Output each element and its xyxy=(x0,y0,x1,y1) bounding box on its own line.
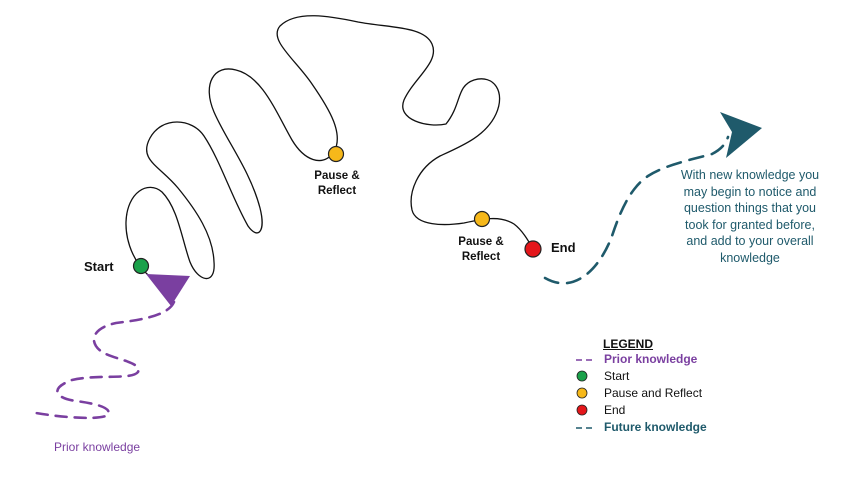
legend-item-end: End xyxy=(574,402,774,419)
legend-item-start: Start xyxy=(574,368,774,385)
pause-label-2-line-1: Pause & xyxy=(458,236,504,248)
pause-label-1: Pause & Reflect xyxy=(306,169,368,199)
prior-knowledge-arrowhead xyxy=(146,274,190,306)
end-dot xyxy=(524,240,542,258)
legend-item-prior: Prior knowledge xyxy=(574,351,774,368)
start-dot xyxy=(132,257,150,275)
prior-knowledge-caption: Prior knowledge xyxy=(54,440,141,454)
pause-label-2-line-2: Reflect xyxy=(461,251,501,263)
future-note-line: and add to your overall xyxy=(686,234,814,248)
purple-dash-icon xyxy=(576,359,594,361)
legend-title: LEGEND xyxy=(603,337,654,351)
end-label: End xyxy=(551,240,576,255)
yellow-dot-icon xyxy=(576,387,588,399)
future-note-line: question things that you xyxy=(683,201,817,215)
future-knowledge-note: With new knowledge you may begin to noti… xyxy=(660,167,840,266)
future-knowledge-trail xyxy=(543,135,730,285)
start-label: Start xyxy=(84,259,114,274)
legend-label-start: Start xyxy=(604,369,630,383)
pause-label-1-line-2: Reflect xyxy=(317,185,357,197)
future-note-line: may begin to notice and xyxy=(683,184,817,199)
legend-label-prior: Prior knowledge xyxy=(604,352,698,366)
legend-item-future: Future knowledge xyxy=(574,419,774,436)
pause-dot-1 xyxy=(327,145,345,163)
pause-dot-2 xyxy=(473,210,491,228)
legend-label-end: End xyxy=(604,403,626,417)
green-dot-icon xyxy=(576,370,588,382)
legend-label-pause: Pause and Reflect xyxy=(604,386,703,400)
red-dot-icon xyxy=(576,404,588,416)
future-note-line: took for granted before, xyxy=(685,217,815,232)
learning-path xyxy=(125,15,534,283)
legend-label-future: Future knowledge xyxy=(604,420,707,434)
future-note-line: knowledge xyxy=(720,250,780,265)
pause-label-2: Pause & Reflect xyxy=(450,235,512,265)
legend: LEGEND Prior knowledge Start Pause and R… xyxy=(574,337,774,436)
prior-knowledge-trail xyxy=(34,300,176,420)
future-knowledge-arrowhead xyxy=(720,112,762,158)
teal-dash-icon xyxy=(576,427,594,429)
legend-item-pause: Pause and Reflect xyxy=(574,385,774,402)
pause-label-1-line-1: Pause & xyxy=(314,170,360,182)
future-note-line: With new knowledge you xyxy=(680,168,820,182)
